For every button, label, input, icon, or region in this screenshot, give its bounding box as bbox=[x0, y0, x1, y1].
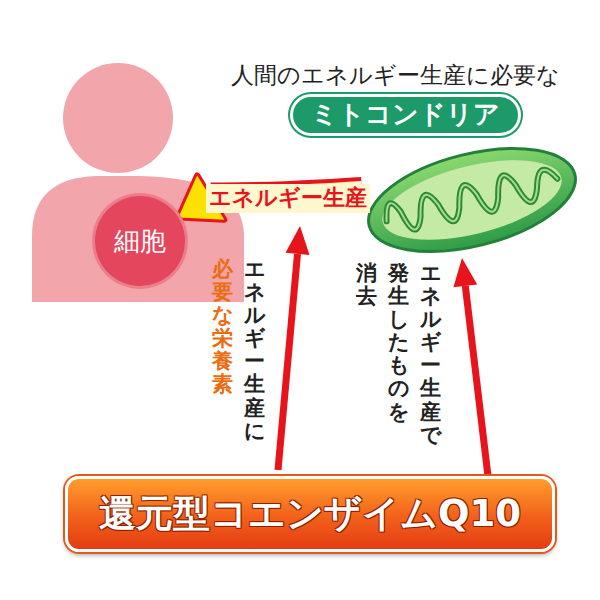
mitochondria-band: ミトコンドリア bbox=[280, 94, 592, 260]
arrow-note: エネルギー生産に bbox=[244, 258, 265, 443]
edge-label: エネルギー生産で 発生したものを 消去 bbox=[356, 262, 441, 447]
arrow-head bbox=[286, 226, 310, 255]
mitochondria-inner bbox=[375, 145, 570, 255]
connector bbox=[453, 258, 488, 476]
node-title: ミトコンドリア bbox=[290, 94, 521, 136]
node-text: 還元型コエンザイムQ10 bbox=[99, 489, 521, 539]
mitochondria-cristae bbox=[383, 163, 562, 238]
person-head bbox=[63, 63, 173, 173]
arrow-head bbox=[453, 258, 477, 287]
mitochondria-illustration bbox=[360, 134, 590, 258]
arrow-shaft bbox=[465, 286, 488, 476]
coq10-band: 還元型コエンザイムQ10 bbox=[65, 476, 555, 552]
mitochondria-cristae-highlight bbox=[383, 163, 562, 238]
arrow-shaft bbox=[278, 254, 298, 470]
edge-label: エネルギー生産 bbox=[206, 184, 370, 213]
cell-circle: 細胞 bbox=[95, 196, 185, 286]
heading-label: 人間のエネルギー生産に必要な bbox=[200, 60, 590, 91]
nutrient-arrow bbox=[278, 226, 310, 470]
node-text: 細胞 bbox=[114, 224, 166, 259]
arrow-note: 必要な栄養素 bbox=[212, 258, 233, 397]
mitochondria-outer bbox=[360, 134, 586, 258]
